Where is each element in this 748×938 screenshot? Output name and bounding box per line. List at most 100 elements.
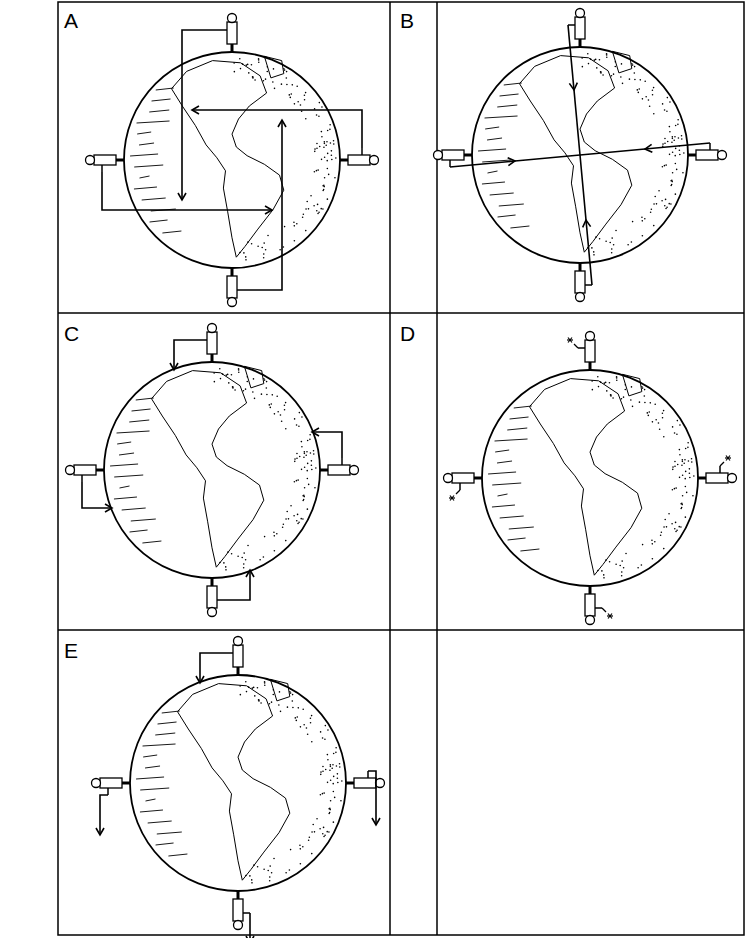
shade-dot bbox=[299, 844, 301, 846]
shade-dot bbox=[682, 172, 684, 174]
shade-dot bbox=[314, 831, 316, 833]
continent-outline bbox=[622, 374, 641, 396]
person-figure bbox=[698, 466, 737, 483]
shade-dot bbox=[658, 190, 660, 192]
shade-dot bbox=[285, 428, 287, 430]
shade-dot bbox=[286, 77, 288, 79]
ocean-hatch bbox=[114, 475, 143, 477]
shade-dot bbox=[328, 808, 330, 810]
person-leg bbox=[320, 469, 328, 472]
asterisk-stroke bbox=[450, 496, 454, 501]
shade-dot bbox=[273, 531, 275, 533]
shade-dot bbox=[606, 56, 608, 58]
shade-dot bbox=[620, 76, 622, 78]
shade-dot bbox=[647, 412, 649, 414]
ocean-hatch bbox=[142, 198, 166, 200]
shade-dot bbox=[316, 114, 318, 116]
shade-dot bbox=[327, 168, 329, 170]
shade-dot bbox=[290, 692, 292, 694]
shade-dot bbox=[302, 708, 304, 710]
shade-dot bbox=[306, 727, 308, 729]
shade-dot bbox=[254, 79, 256, 81]
shade-dot bbox=[247, 64, 249, 66]
ocean-hatch bbox=[482, 182, 505, 184]
shade-dot bbox=[681, 464, 683, 466]
ocean-hatch bbox=[162, 711, 180, 713]
shade-dot bbox=[665, 208, 667, 210]
ocean-hatch bbox=[492, 483, 521, 485]
shade-dot bbox=[219, 368, 221, 370]
person-arm bbox=[578, 347, 585, 349]
shade-dot bbox=[676, 433, 678, 435]
shade-dot bbox=[659, 428, 661, 430]
person-leg bbox=[474, 477, 482, 480]
person-body bbox=[575, 17, 585, 39]
shade-dot bbox=[306, 201, 308, 203]
shade-dot bbox=[245, 875, 247, 877]
shade-dot bbox=[263, 378, 265, 380]
shade-dot bbox=[311, 460, 313, 462]
shade-dot bbox=[602, 74, 604, 76]
shade-dot bbox=[677, 420, 679, 422]
shade-dot bbox=[591, 380, 593, 382]
shade-dot bbox=[331, 159, 333, 161]
shade-dot bbox=[660, 534, 662, 536]
shade-dot bbox=[655, 419, 657, 421]
shade-dot bbox=[297, 101, 299, 103]
shade-dot bbox=[613, 73, 615, 75]
shade-dot bbox=[652, 421, 654, 423]
shade-dot bbox=[663, 548, 665, 550]
person-head bbox=[228, 14, 237, 23]
shade-dot bbox=[671, 184, 673, 186]
shade-dot bbox=[685, 516, 687, 518]
person-body bbox=[585, 594, 595, 616]
shade-dot bbox=[309, 434, 311, 436]
shade-dot bbox=[605, 559, 607, 561]
shade-dot bbox=[666, 526, 668, 528]
person-head bbox=[434, 151, 443, 160]
person-arm bbox=[568, 24, 575, 26]
ocean-hatch bbox=[149, 110, 169, 112]
shade-dot bbox=[274, 413, 276, 415]
shade-dot bbox=[324, 738, 326, 740]
shade-dot bbox=[283, 523, 285, 525]
person-arm bbox=[585, 284, 592, 286]
continent-outline bbox=[172, 61, 284, 258]
shade-dot bbox=[280, 711, 282, 713]
shade-dot bbox=[669, 154, 671, 156]
shade-dot bbox=[664, 138, 666, 140]
shade-dot bbox=[651, 539, 653, 541]
person-arm bbox=[341, 458, 343, 465]
globe-panel bbox=[66, 324, 359, 617]
shade-dot bbox=[322, 766, 324, 768]
shade-dot bbox=[653, 225, 655, 227]
shade-dot bbox=[234, 389, 236, 391]
shade-dot bbox=[311, 715, 313, 717]
shade-dot bbox=[670, 203, 672, 205]
person-body bbox=[227, 276, 237, 298]
shade-dot bbox=[644, 389, 646, 391]
shade-dot bbox=[329, 129, 331, 131]
shade-dot bbox=[307, 508, 309, 510]
shade-dot bbox=[243, 567, 245, 569]
shade-dot bbox=[630, 399, 632, 401]
shade-dot bbox=[676, 529, 678, 531]
person-head bbox=[586, 616, 595, 625]
shade-dot bbox=[319, 146, 321, 148]
shade-dot bbox=[319, 102, 321, 104]
shade-dot bbox=[304, 487, 306, 489]
shade-dot bbox=[220, 378, 222, 380]
shade-dot bbox=[679, 449, 681, 451]
shade-dot bbox=[228, 382, 230, 384]
shade-dot bbox=[621, 63, 623, 65]
shade-dot bbox=[292, 700, 294, 702]
shade-dot bbox=[285, 518, 287, 520]
row-line bbox=[58, 629, 744, 631]
shade-dot bbox=[604, 382, 606, 384]
shade-dot bbox=[666, 206, 668, 208]
panel-letter: B bbox=[400, 10, 414, 31]
shade-dot bbox=[245, 559, 247, 561]
shade-dot bbox=[637, 567, 639, 569]
person-leg bbox=[346, 782, 354, 785]
shade-dot bbox=[301, 446, 303, 448]
